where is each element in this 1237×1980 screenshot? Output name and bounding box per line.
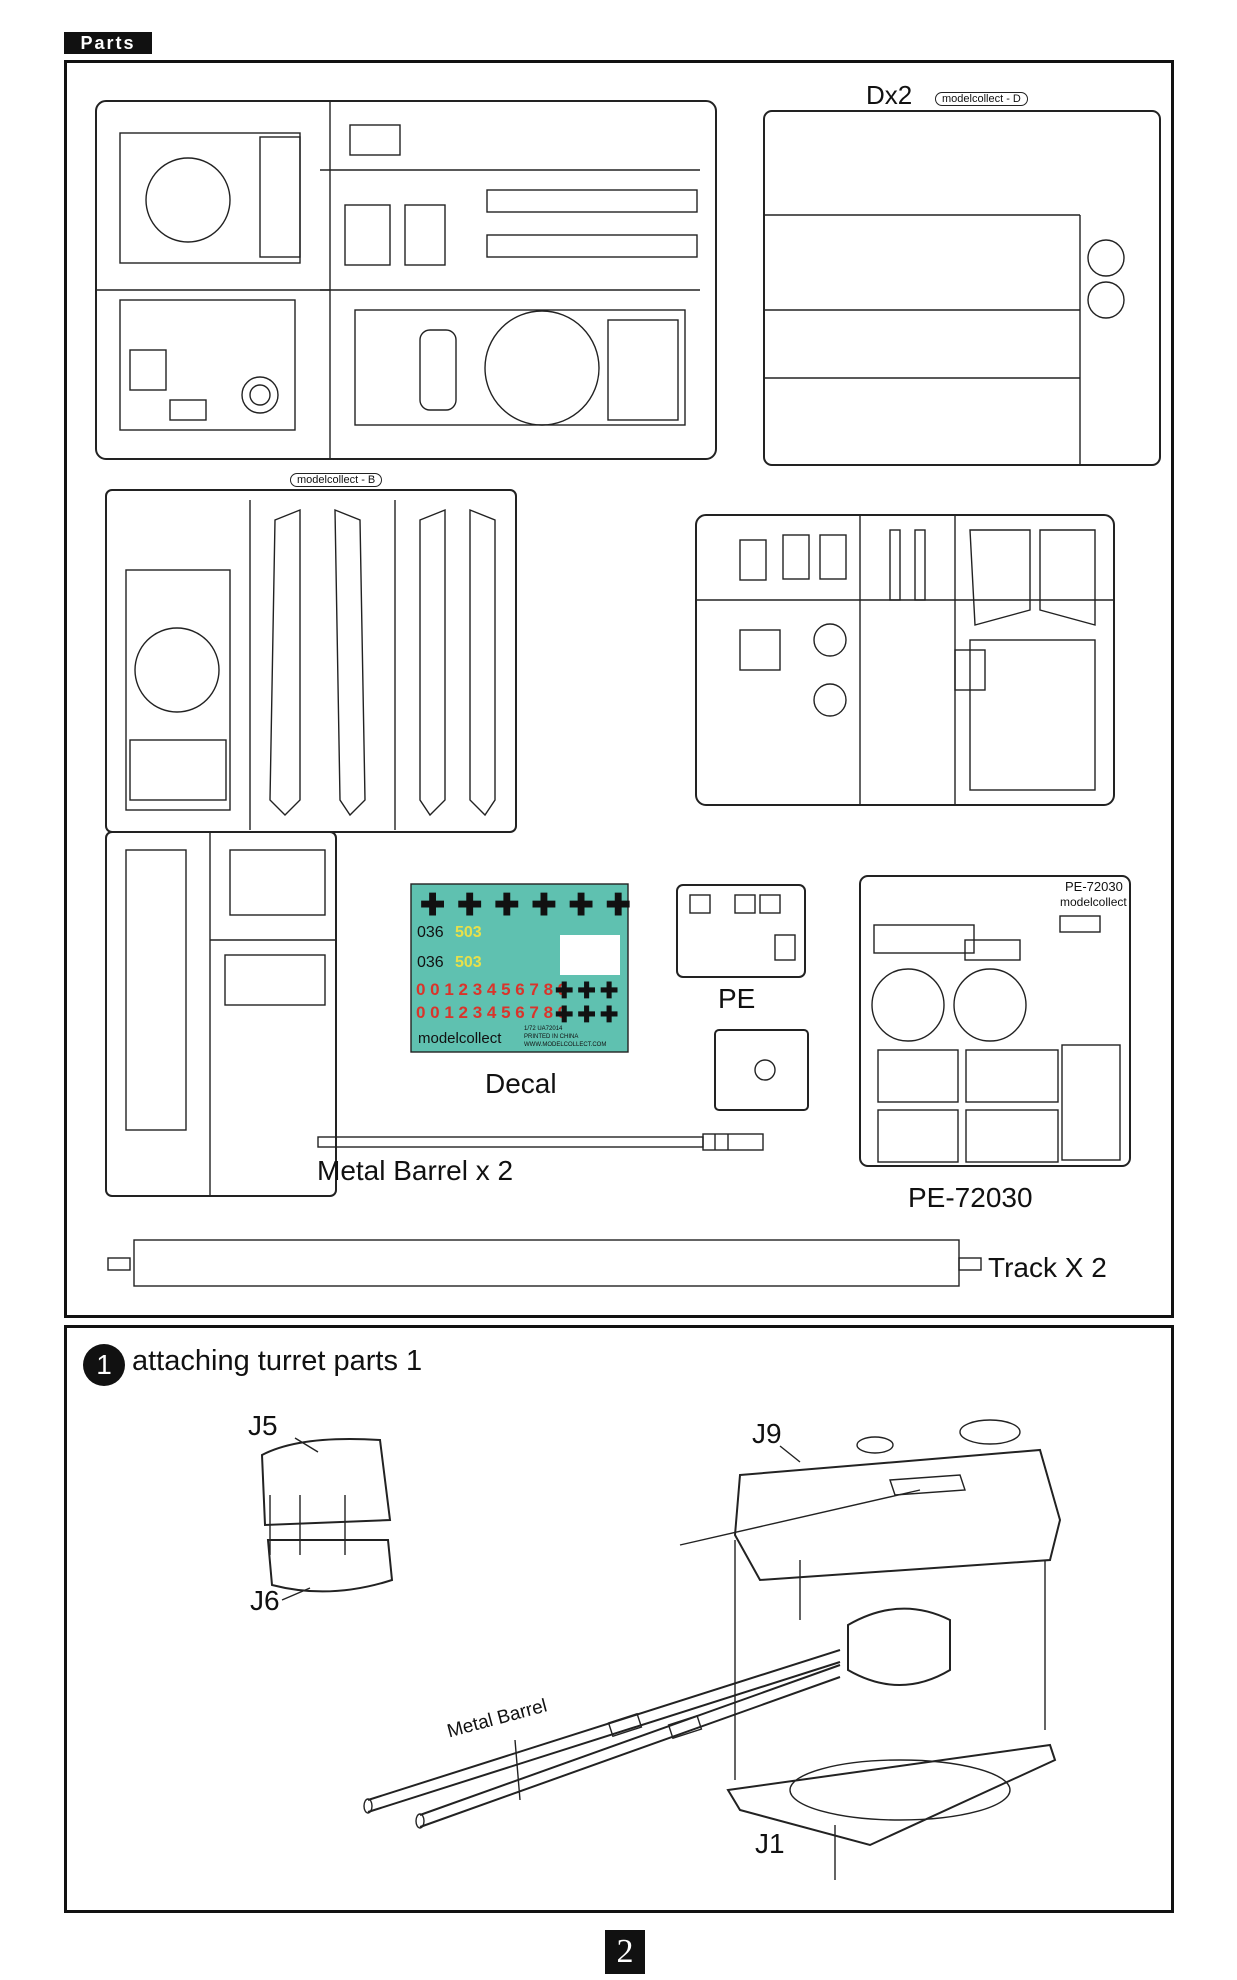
parts-header-tag: Parts bbox=[64, 32, 152, 54]
sprue-a bbox=[714, 1029, 809, 1111]
page-number: 2 bbox=[605, 1930, 645, 1974]
decal-crosses-row3: ✚✚✚ bbox=[555, 1002, 623, 1027]
step-title: attaching turret parts 1 bbox=[132, 1345, 423, 1377]
sprue-d-brand: modelcollect - D bbox=[935, 92, 1028, 106]
part-label-j1: J1 bbox=[755, 1828, 785, 1859]
sprue-j bbox=[95, 100, 717, 460]
step-1-panel bbox=[64, 1325, 1174, 1913]
turret-base-j1 bbox=[726, 1743, 1057, 1880]
sprue-d bbox=[763, 110, 1161, 466]
turret-j9 bbox=[733, 1419, 1062, 1582]
decal-digits-row1: 0 0 1 2 3 4 5 6 7 8 9 bbox=[416, 980, 568, 999]
decal-number-036-b: 036 bbox=[417, 954, 444, 971]
decal-print-country: PRINTED IN CHINA bbox=[524, 1034, 579, 1040]
decal-print-url: WWW.MODELCOLLECT.COM bbox=[524, 1042, 607, 1048]
decal-sheet bbox=[410, 883, 629, 1053]
part-label-j6: J6 bbox=[250, 1585, 280, 1616]
mantlet-parts bbox=[260, 1438, 394, 1593]
pe-72030-sheet bbox=[859, 875, 1131, 1167]
decal-crosses-row2: ✚✚✚ bbox=[555, 978, 623, 1003]
parts-panel bbox=[64, 60, 1174, 1318]
decal-number-503: 503 bbox=[455, 924, 482, 941]
gun-assembly bbox=[363, 1607, 951, 1829]
decal-crosses-row1: ✚✚✚✚✚✚ bbox=[420, 889, 643, 922]
decal-print-code: 1/72 UA72014 bbox=[524, 1026, 563, 1032]
sprue-b-lower bbox=[105, 831, 337, 1197]
assembly-arrows bbox=[679, 1489, 1046, 1780]
decal-brand: modelcollect bbox=[418, 1030, 502, 1047]
decal-number-036: 036 bbox=[417, 924, 444, 941]
decal-digits-row2: 0 0 1 2 3 4 5 6 7 8 9 bbox=[416, 1003, 568, 1022]
part-label-j9: J9 bbox=[752, 1418, 782, 1449]
part-label-j5: J5 bbox=[248, 1410, 278, 1441]
metal-barrel-drawing bbox=[317, 1133, 764, 1151]
step-number-badge: 1 bbox=[83, 1344, 125, 1386]
pe-sheet-title: PE-72030 bbox=[1065, 879, 1123, 894]
track-drawing bbox=[107, 1239, 982, 1287]
sprue-b bbox=[105, 489, 517, 833]
pe-small-fret bbox=[676, 884, 806, 978]
pe-label: PE bbox=[718, 983, 756, 1014]
pe-sheet-brand: modelcollect bbox=[1060, 895, 1127, 909]
decal-number-503-b: 503 bbox=[455, 954, 482, 971]
sprue-right-middle bbox=[695, 514, 1115, 806]
pe-sheet-label: PE-72030 bbox=[908, 1182, 1033, 1213]
track-label: Track X 2 bbox=[988, 1252, 1107, 1283]
sprue-j-track-links bbox=[486, 189, 698, 258]
decal-label: Decal bbox=[485, 1068, 557, 1099]
metal-barrel-label: Metal Barrel x 2 bbox=[317, 1155, 514, 1186]
sprue-b-brand: modelcollect - B bbox=[290, 473, 383, 487]
sprue-d-label: Dx2 bbox=[866, 80, 913, 110]
